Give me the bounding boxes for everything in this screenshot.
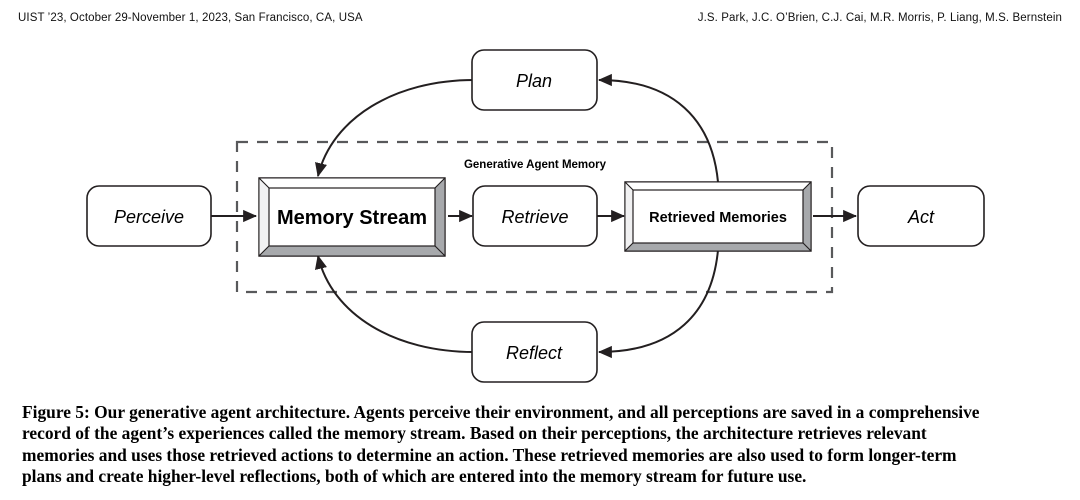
retrieved-memories-label: Retrieved Memories [649,210,787,226]
node-act[interactable]: Act [857,185,985,247]
retrieved-memories-bevel-right [802,181,812,252]
arc-retrieved-memories-to-reflect [597,249,719,359]
retrieve-label: Retrieve [501,207,568,227]
memory-stream-bevel-top [258,177,446,189]
retrieved-memories-bevel-bottom [624,242,812,252]
caption-line: record of the agent’s experiences called… [22,423,927,444]
act-box [857,185,985,247]
node-retrieve[interactable]: Retrieve [472,185,598,247]
arc-retrieved-memories-to-plan [597,73,719,183]
page-running-header: UIST ’23, October 29-November 1, 2023, S… [18,8,1062,28]
arc-plan-to-memory-stream [315,79,475,178]
architecture-diagram-svg: Generative Agent Memory Plan (right arc)… [86,49,985,383]
node-retrieved-memories[interactable]: Retrieved Memories [624,181,812,252]
retrieved-memories-face [632,189,804,244]
memory-stream-face [268,187,436,247]
plan-label: Plan [516,71,552,91]
retrieve-box [472,185,598,247]
memory-stream-label: Memory Stream [277,207,427,229]
author-list: J.S. Park, J.C. O’Brien, C.J. Cai, M.R. … [697,12,1062,24]
caption-line: Figure 5: Our generative agent architect… [22,402,980,422]
reflect-box [471,321,598,383]
caption-line: plans and create higher-level reflection… [22,466,807,487]
act-label: Act [907,207,935,227]
perceive-label: Perceive [114,207,184,227]
figure-caption: Figure 5: Our generative agent architect… [22,402,1062,488]
memory-stream-bevel-right [434,177,446,257]
retrieved-memories-bevel-top [624,181,812,191]
node-reflect[interactable]: Reflect [471,321,598,383]
node-perceive[interactable]: Perceive [86,185,212,247]
retrieved-memories-bevel-left [624,181,634,252]
conference-info: UIST ’23, October 29-November 1, 2023, S… [18,12,363,24]
group-label-generative-agent-memory: Generative Agent Memory [464,159,607,171]
arc-reflect-to-memory-stream [314,254,475,353]
perceive-box [86,185,212,247]
memory-stream-bevel-left [258,177,270,257]
node-memory-stream[interactable]: Memory Stream [258,177,446,257]
memory-stream-bevel-bottom [258,245,446,257]
figure-diagram: Generative Agent Memory Plan (right arc)… [0,34,1080,400]
caption-line: memories and uses those retrieved action… [22,444,957,465]
reflect-label: Reflect [506,343,563,363]
plan-box [471,49,598,111]
node-plan[interactable]: Plan [471,49,598,111]
